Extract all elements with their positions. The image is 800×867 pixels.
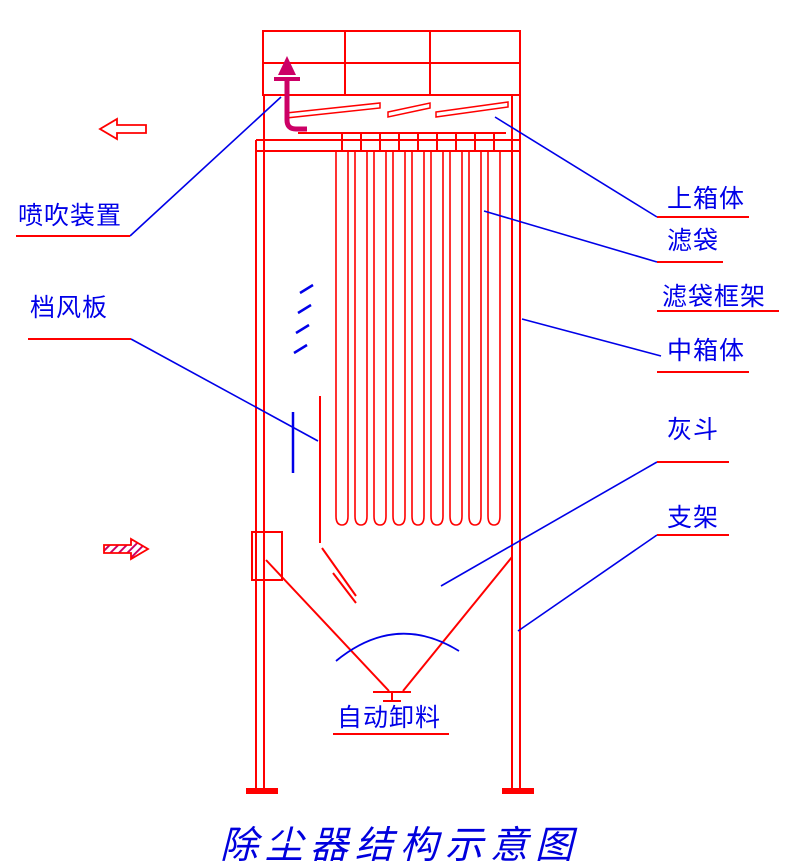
label-upper-box: 上箱体: [667, 185, 746, 213]
filter-bag: [487, 152, 501, 526]
diagram-title: 除尘器结构示意图: [219, 825, 580, 867]
filter-bag: [354, 152, 368, 526]
baffle-plate-lines: [319, 396, 357, 604]
filter-bag: [449, 152, 463, 526]
leader-lines: [129, 96, 662, 632]
hopper: [265, 556, 513, 702]
filter-bag: [335, 152, 349, 526]
pulse-up-arrow-icon: [278, 56, 296, 75]
inlet-flange-box: [251, 531, 283, 581]
upper-box-outline: [262, 30, 521, 96]
filter-bag: [430, 152, 444, 526]
leader-blow-device: [129, 96, 282, 237]
filter-bag: [392, 152, 406, 526]
label-baffle: 档风板: [30, 294, 109, 322]
label-underlines: [16, 216, 779, 735]
filter-bag: [411, 152, 425, 526]
leader-ash-hopper: [440, 461, 658, 587]
label-auto-discharge: 自动卸料: [337, 704, 442, 732]
leader-baffle: [130, 338, 319, 442]
baffle-flow-dashes: [291, 283, 314, 473]
inlet-arrow-icon: [103, 537, 150, 561]
louver-plates: [285, 101, 509, 119]
outlet-arrow-icon: [98, 117, 147, 141]
tube-sheet: [256, 132, 520, 152]
label-bag-cage: 滤袋框架: [662, 283, 767, 311]
leader-upper-box: [494, 116, 658, 218]
filter-bags: [335, 152, 501, 526]
label-blow-device: 喷吹装置: [18, 202, 123, 230]
leader-middle-box: [521, 318, 662, 357]
label-filter-bag: 滤袋: [667, 227, 720, 255]
filter-bag: [468, 152, 482, 526]
filter-bag: [373, 152, 387, 526]
label-middle-box: 中箱体: [667, 337, 746, 365]
support-feet: [246, 788, 534, 794]
label-support: 支架: [667, 504, 720, 532]
leader-filter-bag: [483, 210, 658, 263]
leader-support: [517, 534, 658, 632]
shell-walls: [255, 31, 521, 788]
label-ash-hopper: 灰斗: [667, 416, 720, 444]
hopper-arc: [335, 632, 460, 662]
pulse-blow-device: [274, 56, 307, 132]
